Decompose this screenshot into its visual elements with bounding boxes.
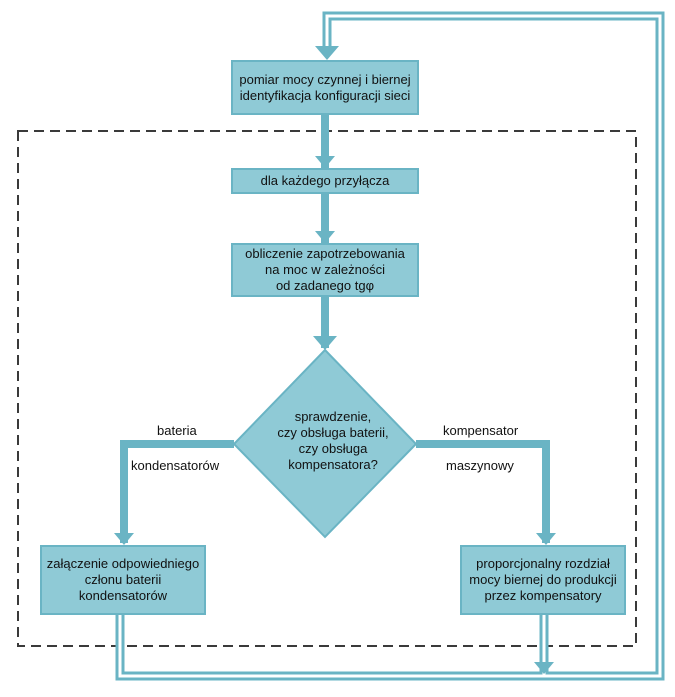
- battery-action-text: załączenie odpowiedniego członu baterii …: [46, 556, 200, 603]
- connector-lines: [120, 113, 550, 543]
- compute-demand-text: obliczenie zapotrzebowania na moc w zale…: [245, 246, 405, 293]
- each-connection-text: dla każdego przyłącza: [260, 173, 390, 188]
- measure-text: pomiar mocy czynnej i biernej identyfika…: [239, 71, 411, 103]
- compensator-action-text: proporcjonalny rozdział mocy biernej do …: [469, 556, 617, 603]
- decision-diamond: [232, 348, 418, 539]
- decision-label: sprawdzenie, czy obsługa baterii, czy ob…: [277, 409, 389, 472]
- branch-label-compensator-bottom: maszynowy: [446, 458, 514, 473]
- compensator-action-box: proporcjonalny rozdział mocy biernej do …: [460, 545, 626, 615]
- branch-label-battery-top: bateria: [157, 423, 197, 438]
- each-connection-box: dla każdego przyłącza: [231, 168, 419, 194]
- measure-box: pomiar mocy czynnej i biernej identyfika…: [231, 60, 419, 115]
- branch-label-battery-bottom: kondensatorów: [131, 458, 220, 473]
- branch-label-compensator-top: kompensator: [443, 423, 519, 438]
- compute-demand-box: obliczenie zapotrzebowania na moc w zale…: [231, 243, 419, 297]
- decision-text: sprawdzenie, czy obsługa baterii, czy ob…: [258, 405, 408, 477]
- battery-action-box: załączenie odpowiedniego członu baterii …: [40, 545, 206, 615]
- arrowheads: [114, 46, 556, 674]
